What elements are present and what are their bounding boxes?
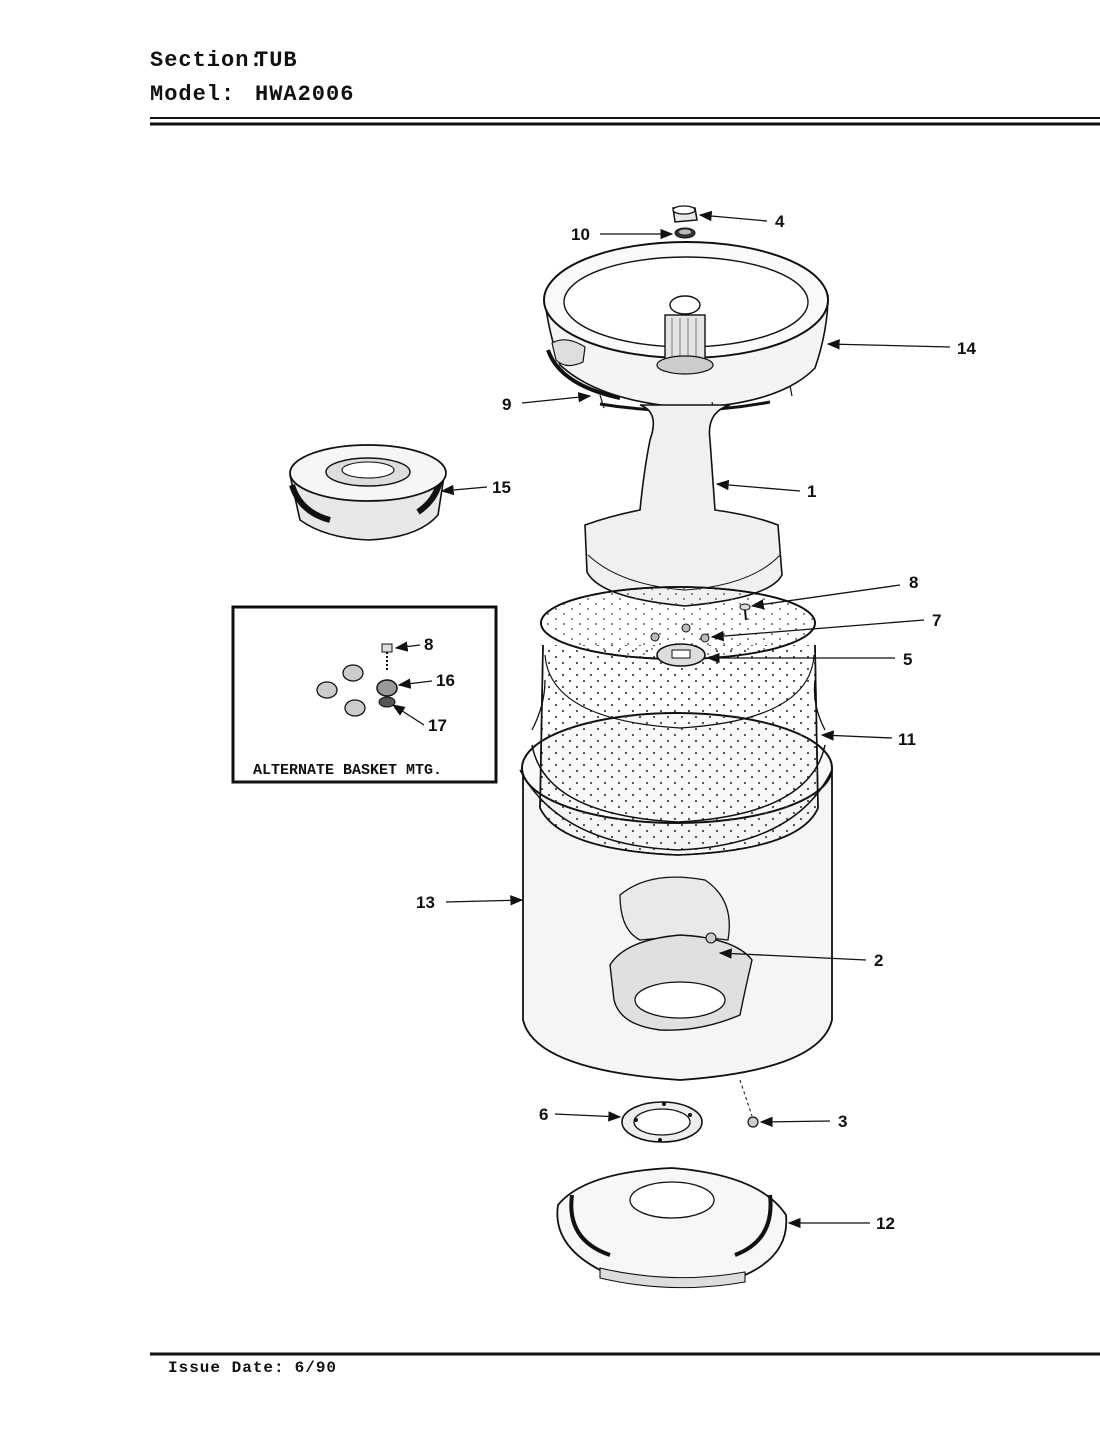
callout-7: 7 [932, 611, 941, 630]
inset-title: ALTERNATE BASKET MTG. [253, 762, 442, 779]
callout-16: 16 [436, 671, 455, 690]
inset-alternate-basket-mtg: ALTERNATE BASKET MTG. 8 16 17 [231, 605, 498, 784]
part-11-basket [519, 586, 833, 856]
part-4-nut [672, 205, 698, 223]
section-value: TUB [255, 48, 298, 73]
callout-2: 2 [874, 951, 883, 970]
part-5-hub [656, 643, 706, 667]
callout-15: 15 [492, 478, 511, 497]
callout-inset-8: 8 [424, 635, 433, 654]
inset-bolt-8 [381, 643, 393, 670]
part-1-agitator [584, 295, 783, 607]
part-6-gasket [621, 1101, 703, 1143]
issue-date-value: 6/90 [294, 1359, 338, 1377]
model-line: Model: HWA2006 [150, 82, 354, 107]
callout-8: 8 [909, 573, 918, 592]
callout-5: 5 [903, 650, 912, 669]
callout-leaders [440, 210, 951, 1229]
part-2-nut [705, 932, 717, 944]
callout-4: 4 [775, 212, 785, 231]
part-7-screw [650, 623, 710, 643]
issue-date: Issue Date: 6/90 [168, 1359, 337, 1377]
model-label: Model: [150, 82, 236, 107]
section-label: Section: [150, 48, 264, 73]
part-15-ring [289, 444, 447, 541]
part-8-bolt [739, 603, 751, 621]
callout-1: 1 [807, 482, 816, 501]
issue-date-label: Issue Date: [168, 1359, 285, 1377]
callout-9: 9 [502, 395, 511, 414]
header-rule [150, 117, 1100, 126]
callout-3: 3 [838, 1112, 847, 1131]
part-12-base-plate [556, 1167, 788, 1289]
section-line: Section:TUB [150, 48, 298, 73]
part-3-bolt [739, 1079, 759, 1128]
callout-10: 10 [571, 225, 590, 244]
inset-grommets-16 [316, 664, 398, 717]
callout-13: 13 [416, 893, 435, 912]
callout-6: 6 [539, 1105, 548, 1124]
callout-12: 12 [876, 1214, 895, 1233]
part-10-seal [674, 227, 696, 239]
callout-11: 11 [898, 730, 916, 749]
callout-14: 14 [957, 339, 976, 358]
callout-17: 17 [428, 716, 447, 735]
inset-spacer-17 [378, 696, 396, 708]
model-value: HWA2006 [255, 82, 355, 107]
